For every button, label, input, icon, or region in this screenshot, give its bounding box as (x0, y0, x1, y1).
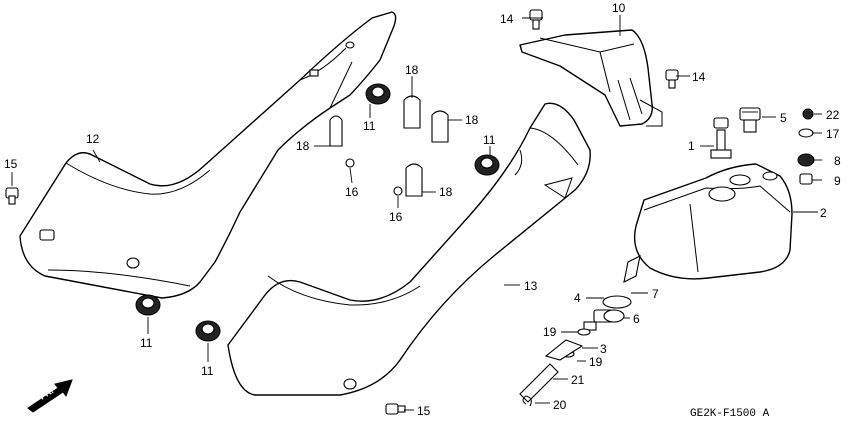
leader-lines (11, 15, 822, 411)
callout-13: 13 (524, 279, 538, 293)
callout-10: 10 (612, 1, 626, 15)
callout-8: 8 (834, 154, 841, 168)
callout-21: 21 (571, 373, 585, 387)
fuel-tank (633, 163, 793, 280)
collar-9 (799, 173, 813, 185)
filler-cap (739, 107, 761, 133)
right-side-cover (227, 102, 591, 396)
bolt-15-bottom (385, 403, 406, 415)
callout-19-b: 19 (589, 355, 603, 369)
clip-18-b (403, 95, 421, 129)
callout-14-top: 14 (500, 12, 514, 26)
clip-18-d (405, 163, 423, 197)
callout-22: 22 (826, 108, 840, 122)
grommet-11-left-lower (135, 294, 161, 316)
callout-18-d: 18 (439, 185, 453, 199)
callout-15-bottom: 15 (417, 404, 431, 418)
washer-17 (798, 128, 814, 138)
clip-18-a (329, 115, 343, 147)
callout-labels: 1 2 3 4 5 6 7 8 9 10 11 11 11 11 12 13 1… (4, 1, 841, 418)
callout-5: 5 (780, 111, 787, 125)
callout-4: 4 (574, 291, 581, 305)
grommet-11-right (474, 154, 500, 176)
callout-11-top: 11 (363, 119, 376, 133)
filter-screen (623, 255, 641, 283)
grommet-11-top (365, 83, 391, 105)
diagram-code: GE2K-F1500 A (690, 408, 770, 420)
callout-18-a: 18 (296, 139, 310, 153)
callout-11-right: 11 (483, 133, 496, 147)
callout-20: 20 (553, 398, 567, 412)
tube-21 (519, 363, 559, 403)
callout-17: 17 (826, 127, 840, 141)
callout-18-b: 18 (405, 63, 419, 77)
fuel-cock-assembly (583, 295, 632, 331)
fuel-hose (544, 339, 584, 361)
upper-cover-box (519, 29, 663, 127)
clip-18-c (431, 110, 449, 143)
callout-9: 9 (834, 174, 841, 188)
callout-16-a: 16 (345, 185, 359, 199)
callout-6: 6 (633, 312, 640, 326)
grommet-11-center-lower (195, 320, 221, 342)
callout-16-b: 16 (389, 210, 403, 224)
left-side-cover (19, 11, 397, 299)
callout-19-a: 19 (543, 325, 557, 339)
front-direction-arrow: FR. (27, 379, 73, 413)
screw-16-b (393, 186, 403, 196)
callout-11-center-lower: 11 (201, 364, 214, 378)
screw-16-a (345, 158, 355, 168)
grommet-8 (797, 153, 815, 167)
callout-2: 2 (820, 206, 827, 220)
fuel-gauge-unit (710, 117, 732, 159)
callout-12: 12 (86, 132, 100, 146)
callout-14-right: 14 (692, 70, 706, 84)
callout-11-left-lower: 11 (140, 336, 153, 350)
bolt-15-left (5, 187, 19, 205)
clip-20 (522, 395, 532, 407)
callout-1: 1 (688, 139, 695, 153)
callout-7: 7 (652, 287, 659, 301)
callout-18-c: 18 (465, 113, 479, 127)
callout-15-left: 15 (4, 157, 18, 171)
bolt-14-right (665, 69, 679, 89)
callout-3: 3 (600, 342, 607, 356)
cap-nut-22 (802, 108, 814, 120)
bolt-14-top (529, 9, 543, 30)
